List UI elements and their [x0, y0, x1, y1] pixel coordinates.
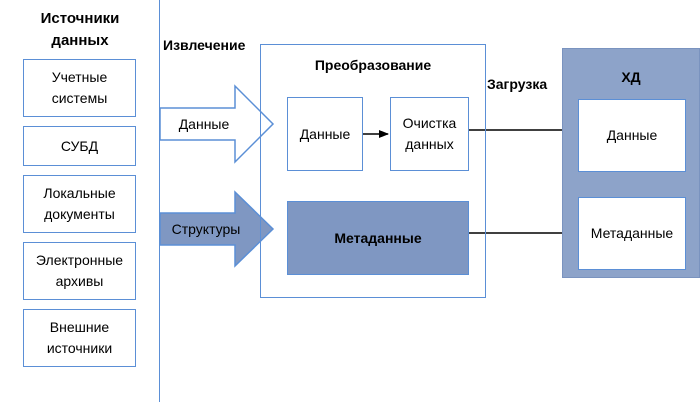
dw-data-box: Данные: [578, 99, 686, 172]
source-dbms: СУБД: [23, 126, 136, 166]
cleaning-box: Очистка данных: [390, 97, 469, 171]
data-arrow-label: Данные: [178, 115, 230, 132]
load-label: Загрузка: [487, 76, 548, 92]
dw-metadata-box: Метаданные: [578, 197, 686, 270]
transform-title: Преобразование: [314, 56, 432, 73]
metadata-box: Метаданные: [287, 201, 469, 275]
dw-title: ХД: [621, 68, 641, 85]
transform-data-box: Данные: [287, 97, 363, 171]
structures-arrow-label: Структуры: [171, 220, 241, 237]
extraction-label: Извлечение: [163, 37, 246, 53]
sources-title: Источники данных: [40, 10, 120, 49]
source-local-documents: Локальные документы: [23, 175, 136, 233]
source-external: Внешние источники: [23, 309, 136, 367]
source-electronic-archives: Электронные архивы: [23, 242, 136, 300]
source-accounting-systems: Учетные системы: [23, 59, 136, 117]
transform-panel: [260, 44, 486, 298]
